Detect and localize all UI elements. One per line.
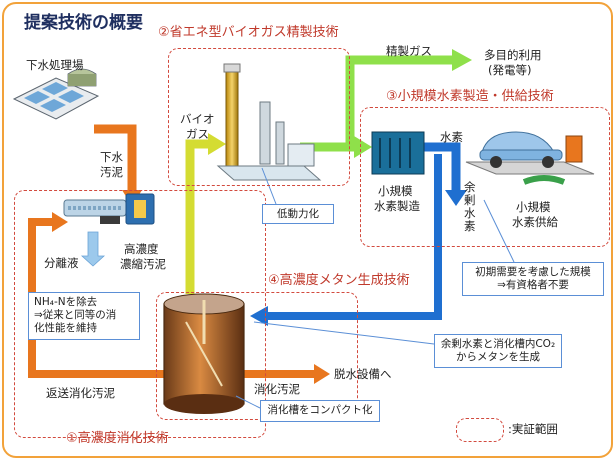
surplus-hydrogen-arrowhead — [250, 306, 268, 326]
hydrogen-label: 水素 — [440, 130, 463, 144]
return-sludge-arrowhead — [52, 212, 68, 232]
biogas-flow — [185, 139, 210, 294]
callout-low-power-text: 低動力化 — [277, 208, 319, 220]
legend-label: :実証範囲 — [508, 422, 558, 436]
section-h2-production: ③小規模水素製造・供給技術 — [386, 89, 554, 104]
digested-sludge-label: 消化汚泥 — [254, 382, 300, 396]
multipurpose-label-1: 多目的利用 — [484, 48, 542, 62]
callout-methane-line-1: 余剰水素と消化槽内CO₂ — [440, 338, 556, 350]
legend-sample-box — [456, 418, 504, 442]
hydrogen-flow — [424, 142, 461, 192]
section-biogas-refining: ②省エネ型バイオガス精製技術 — [158, 25, 339, 40]
callout-connector-methane — [253, 321, 435, 345]
surplus-h2-label-4: 素 — [464, 219, 476, 233]
sewage-plant-label: 下水処理場 — [26, 58, 84, 72]
separated-liquid-label: 分離液 — [44, 256, 79, 270]
callout-nh4-line-2: ⇒従来と同等の消 — [34, 309, 117, 321]
refined-gas-label: 精製ガス — [386, 44, 432, 58]
callout-connector-low-power — [261, 167, 277, 205]
digester-tank-illustration — [163, 293, 245, 414]
refined-gas-arrowhead — [452, 49, 472, 71]
h2-supply-label-1: 小規模 — [516, 200, 551, 214]
thick-sludge-label-2: 濃縮汚泥 — [120, 257, 166, 271]
callout-nh4-line-1: NH₄-Nを除去 — [34, 296, 98, 308]
separated-liquid-arrow — [80, 231, 106, 267]
surplus-h2-label-1: 余 — [464, 180, 476, 194]
section-methane-generation: ④高濃度メタン生成技術 — [268, 273, 410, 288]
page-title: 提案技術の概要 — [24, 13, 143, 33]
refined-gas-flow — [300, 55, 454, 152]
callout-low-power: 低動力化 — [262, 204, 334, 224]
callout-methane-generation: 余剰水素と消化槽内CO₂ からメタンを生成 — [434, 334, 562, 368]
h2-station-illustration — [465, 131, 595, 185]
sewage-sludge-flow — [94, 124, 137, 192]
h2-production-machine — [371, 131, 425, 175]
biogas-label-1: バイオ — [180, 112, 215, 126]
callout-connector-demand — [483, 199, 515, 263]
refining-unit-illustration — [216, 63, 322, 181]
callout-initial-demand: 初期需要を考慮した規模 ⇒有資格者不要 — [462, 262, 604, 296]
concentrator-illustration — [63, 193, 155, 225]
callout-demand-line-1: 初期需要を考慮した規模 — [475, 266, 591, 278]
callout-demand-line-2: ⇒有資格者不要 — [497, 279, 569, 291]
refined-gas-h2-arrowhead — [354, 136, 372, 158]
section-high-conc-digestion: ①高濃度消化技術 — [66, 431, 169, 446]
sewage-sludge-label-2: 汚泥 — [100, 165, 123, 179]
sewage-sludge-label-1: 下水 — [100, 150, 123, 164]
thick-sludge-label-1: 高濃度 — [124, 242, 159, 256]
callout-compact-text: 消化槽をコンパクト化 — [267, 404, 373, 416]
callout-nh4-removal: NH₄-Nを除去 ⇒従来と同等の消 化性能を維持 — [28, 292, 140, 340]
h2-production-label-2: 水素製造 — [374, 199, 420, 213]
callout-compact-digester: 消化槽をコンパクト化 — [260, 400, 380, 422]
multipurpose-label-2: (発電等) — [488, 63, 532, 77]
hydrogen-arrowhead — [445, 190, 467, 206]
dewatering-label: 脱水設備へ — [334, 367, 392, 381]
surplus-h2-label-2: 剰 — [464, 193, 476, 207]
return-sludge-label: 返送消化汚泥 — [46, 386, 115, 400]
callout-nh4-line-3: 化性能を維持 — [34, 322, 97, 334]
h2-production-label-1: 小規模 — [378, 184, 413, 198]
zone-high-conc-digestion — [14, 190, 266, 438]
biogas-arrowhead — [208, 133, 226, 155]
surplus-hydrogen-flow — [266, 154, 442, 320]
flow-diagram — [12, 49, 595, 414]
surplus-h2-label-3: 水 — [464, 206, 476, 220]
zone-biogas-refining — [168, 48, 350, 186]
biogas-label-2: ガス — [186, 127, 209, 141]
callout-methane-line-2: からメタンを生成 — [456, 351, 540, 363]
digested-sludge-arrowhead — [314, 364, 330, 384]
callout-connector-compact — [235, 395, 261, 409]
h2-supply-label-2: 水素供給 — [512, 215, 558, 229]
zone-h2-production — [360, 107, 610, 247]
zone-methane-generation — [156, 292, 358, 420]
sewage-plant-illustration — [12, 68, 100, 120]
